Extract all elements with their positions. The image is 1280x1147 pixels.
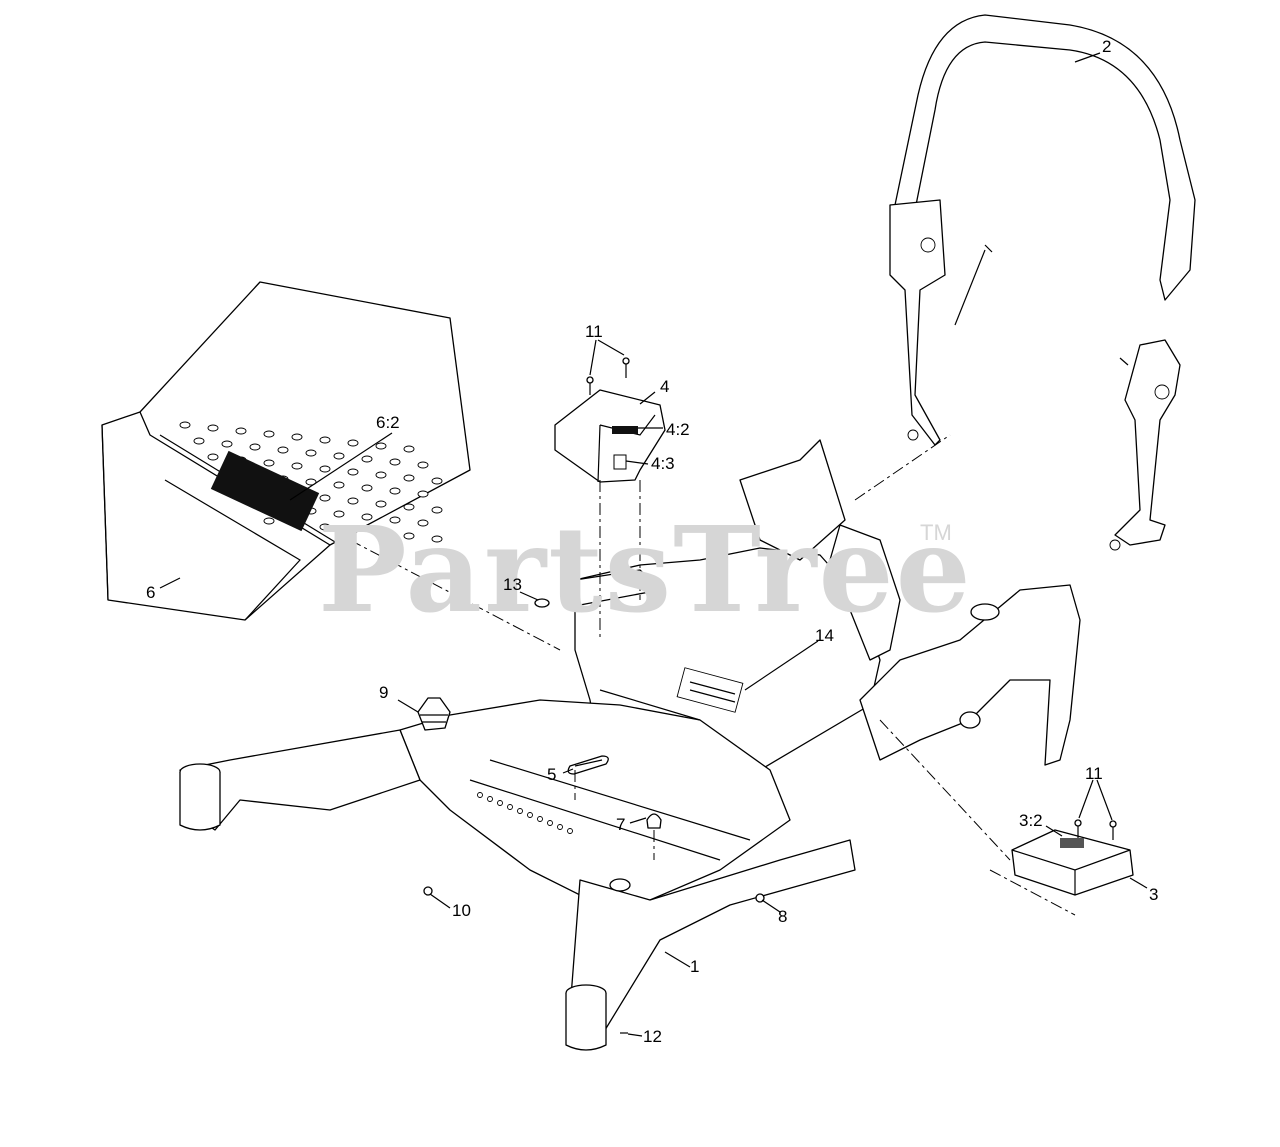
plate-hole	[207, 424, 219, 432]
rubber-bumper-part[interactable]	[417, 697, 451, 731]
callout-6-2[interactable]: 6:2	[376, 413, 400, 432]
plate-hole	[389, 487, 401, 495]
plate-hole	[179, 421, 191, 429]
plate-hole	[277, 446, 289, 454]
frame-hole	[537, 816, 543, 822]
callout-6[interactable]: 6	[146, 583, 156, 602]
nut-10-part[interactable]	[423, 886, 433, 896]
plate-hole	[417, 461, 429, 469]
callout-12[interactable]: 12	[643, 1027, 662, 1046]
callout-10[interactable]: 10	[452, 901, 471, 920]
main-frame-part[interactable]	[179, 439, 1081, 1051]
plate-hole	[389, 516, 401, 524]
plate-hole	[333, 452, 345, 460]
phantom-lines	[349, 434, 1076, 916]
callout-3-2[interactable]: 3:2	[1019, 811, 1043, 830]
plate-hole	[319, 494, 331, 502]
leader-lines	[159, 52, 1148, 1037]
plate-hole	[431, 477, 443, 485]
roll-bar-part[interactable]	[889, 14, 1196, 551]
plate-hole	[375, 471, 387, 479]
plate-hole	[347, 468, 359, 476]
frame-hole	[507, 804, 513, 810]
plate-hole	[333, 510, 345, 518]
plate-hole	[431, 535, 443, 543]
plate-hole	[193, 437, 205, 445]
plate-hole	[319, 465, 331, 473]
watermark-trademark: TM	[920, 520, 952, 545]
callout-1[interactable]: 1	[690, 957, 700, 976]
plate-hole	[249, 443, 261, 451]
plate-hole	[403, 503, 415, 511]
plug-13-part[interactable]	[534, 598, 550, 608]
callout-5[interactable]: 5	[547, 765, 557, 784]
plate-hole	[403, 445, 415, 453]
frame-hole	[487, 796, 493, 802]
callout-8[interactable]: 8	[778, 907, 788, 926]
callout-11-top[interactable]: 11	[585, 322, 603, 341]
seat-bracket-right-part[interactable]	[1011, 829, 1134, 896]
callout-7[interactable]: 7	[616, 815, 626, 834]
callout-4-3[interactable]: 4:3	[651, 454, 675, 473]
plate-hole	[361, 513, 373, 521]
callout-9[interactable]: 9	[379, 683, 389, 702]
plate-hole	[221, 440, 233, 448]
frame-hole	[567, 828, 573, 834]
plate-hole	[291, 462, 303, 470]
frame-hole	[527, 812, 533, 818]
plate-hole	[305, 478, 317, 486]
callout-11-right[interactable]: 11	[1085, 764, 1103, 783]
seat-bracket-part[interactable]	[554, 389, 666, 483]
plate-hole	[305, 449, 317, 457]
plate-hole	[417, 490, 429, 498]
bumper-7-part[interactable]	[646, 813, 662, 829]
callout-13[interactable]: 13	[503, 575, 522, 594]
plate-hole	[263, 430, 275, 438]
plate-hole	[207, 453, 219, 461]
plate-hole	[375, 500, 387, 508]
callout-4-2[interactable]: 4:2	[666, 420, 690, 439]
foot-plate-part[interactable]	[101, 281, 471, 621]
plate-hole	[291, 433, 303, 441]
plate-hole	[333, 481, 345, 489]
plate-hole	[347, 439, 359, 447]
callout-14[interactable]: 14	[815, 626, 834, 645]
plate-hole	[403, 474, 415, 482]
plate-hole	[263, 517, 275, 525]
frame-hole	[557, 824, 563, 830]
frame-hole	[517, 808, 523, 814]
callout-2[interactable]: 2	[1102, 37, 1112, 56]
plate-hole	[319, 523, 331, 531]
plate-hole	[389, 458, 401, 466]
plate-hole	[347, 526, 359, 534]
plate-hole	[361, 484, 373, 492]
plate-hole	[375, 529, 387, 537]
frame-hole	[477, 792, 483, 798]
frame-hole	[497, 800, 503, 806]
plate-hole	[403, 532, 415, 540]
bolt-11-part[interactable]	[586, 357, 1117, 840]
plate-hole	[263, 459, 275, 467]
frame-hole	[547, 820, 553, 826]
plate-hole	[319, 436, 331, 444]
callout-3[interactable]: 3	[1149, 885, 1159, 904]
plate-hole	[431, 506, 443, 514]
plate-hole	[375, 442, 387, 450]
plate-hole	[417, 519, 429, 527]
plate-hole	[347, 497, 359, 505]
callout-4[interactable]: 4	[660, 377, 670, 396]
plate-hole	[361, 455, 373, 463]
plate-hole	[235, 427, 247, 435]
